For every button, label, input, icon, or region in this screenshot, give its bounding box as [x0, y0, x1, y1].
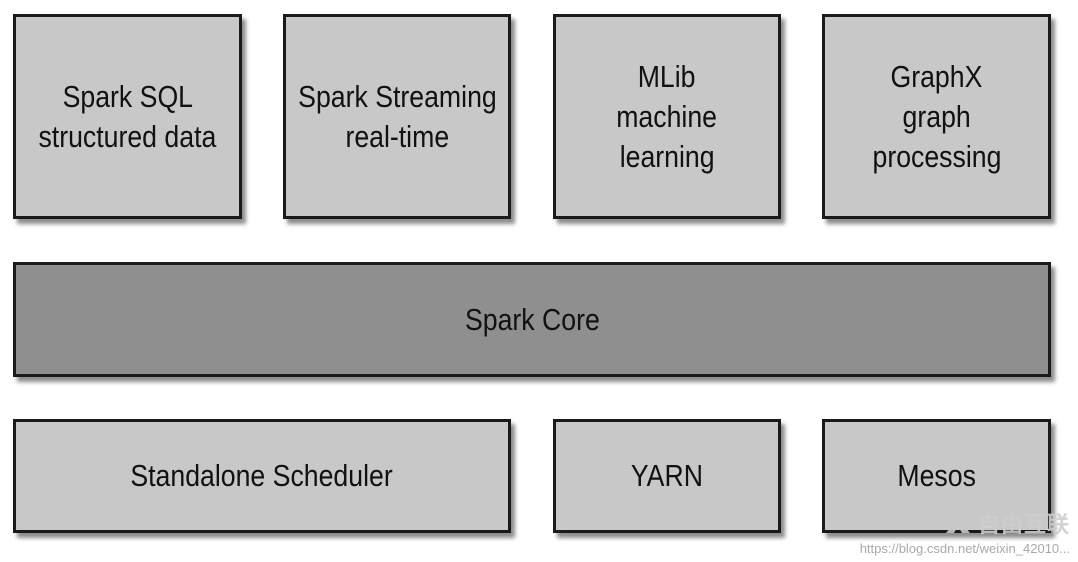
graphx-title: GraphX [890, 58, 983, 94]
spark-sql-title: Spark SQL [62, 78, 193, 114]
mlib-line-3: learning [619, 138, 715, 174]
spark-sql-subtitle: structured data [38, 118, 217, 154]
mlib-box: MLib machine learning [553, 14, 781, 219]
mlib-title: MLib [638, 58, 696, 94]
spark-core-box: Spark Core [13, 262, 1051, 377]
mesos-label: Mesos [897, 458, 976, 493]
watermark-logo: 自由互联 [944, 507, 1070, 539]
graphx-line-2: graph [902, 98, 971, 134]
spark-streaming-title: Spark Streaming [297, 78, 497, 114]
graphx-box: GraphX graph processing [822, 14, 1051, 219]
mlib-line-2: machine [616, 98, 718, 134]
watermark-logo-text: 自由互联 [977, 512, 1070, 537]
yarn-box: YARN [553, 419, 781, 533]
watermark: 自由互联 https://blog.csdn.net/weixin_42010.… [860, 507, 1070, 556]
spark-streaming-box: Spark Streaming real-time [283, 14, 511, 219]
graphx-line-3: processing [872, 138, 1001, 174]
yarn-label: YARN [630, 458, 704, 493]
spark-core-label: Spark Core [464, 301, 600, 337]
standalone-scheduler-label: Standalone Scheduler [130, 458, 394, 493]
spark-sql-box: Spark SQL structured data [13, 14, 242, 219]
standalone-scheduler-box: Standalone Scheduler [13, 419, 511, 533]
watermark-url: https://blog.csdn.net/weixin_42010... [859, 541, 1070, 556]
mesos-box: Mesos [822, 419, 1051, 533]
x-logo-icon [945, 513, 970, 533]
spark-streaming-subtitle: real-time [345, 118, 449, 154]
